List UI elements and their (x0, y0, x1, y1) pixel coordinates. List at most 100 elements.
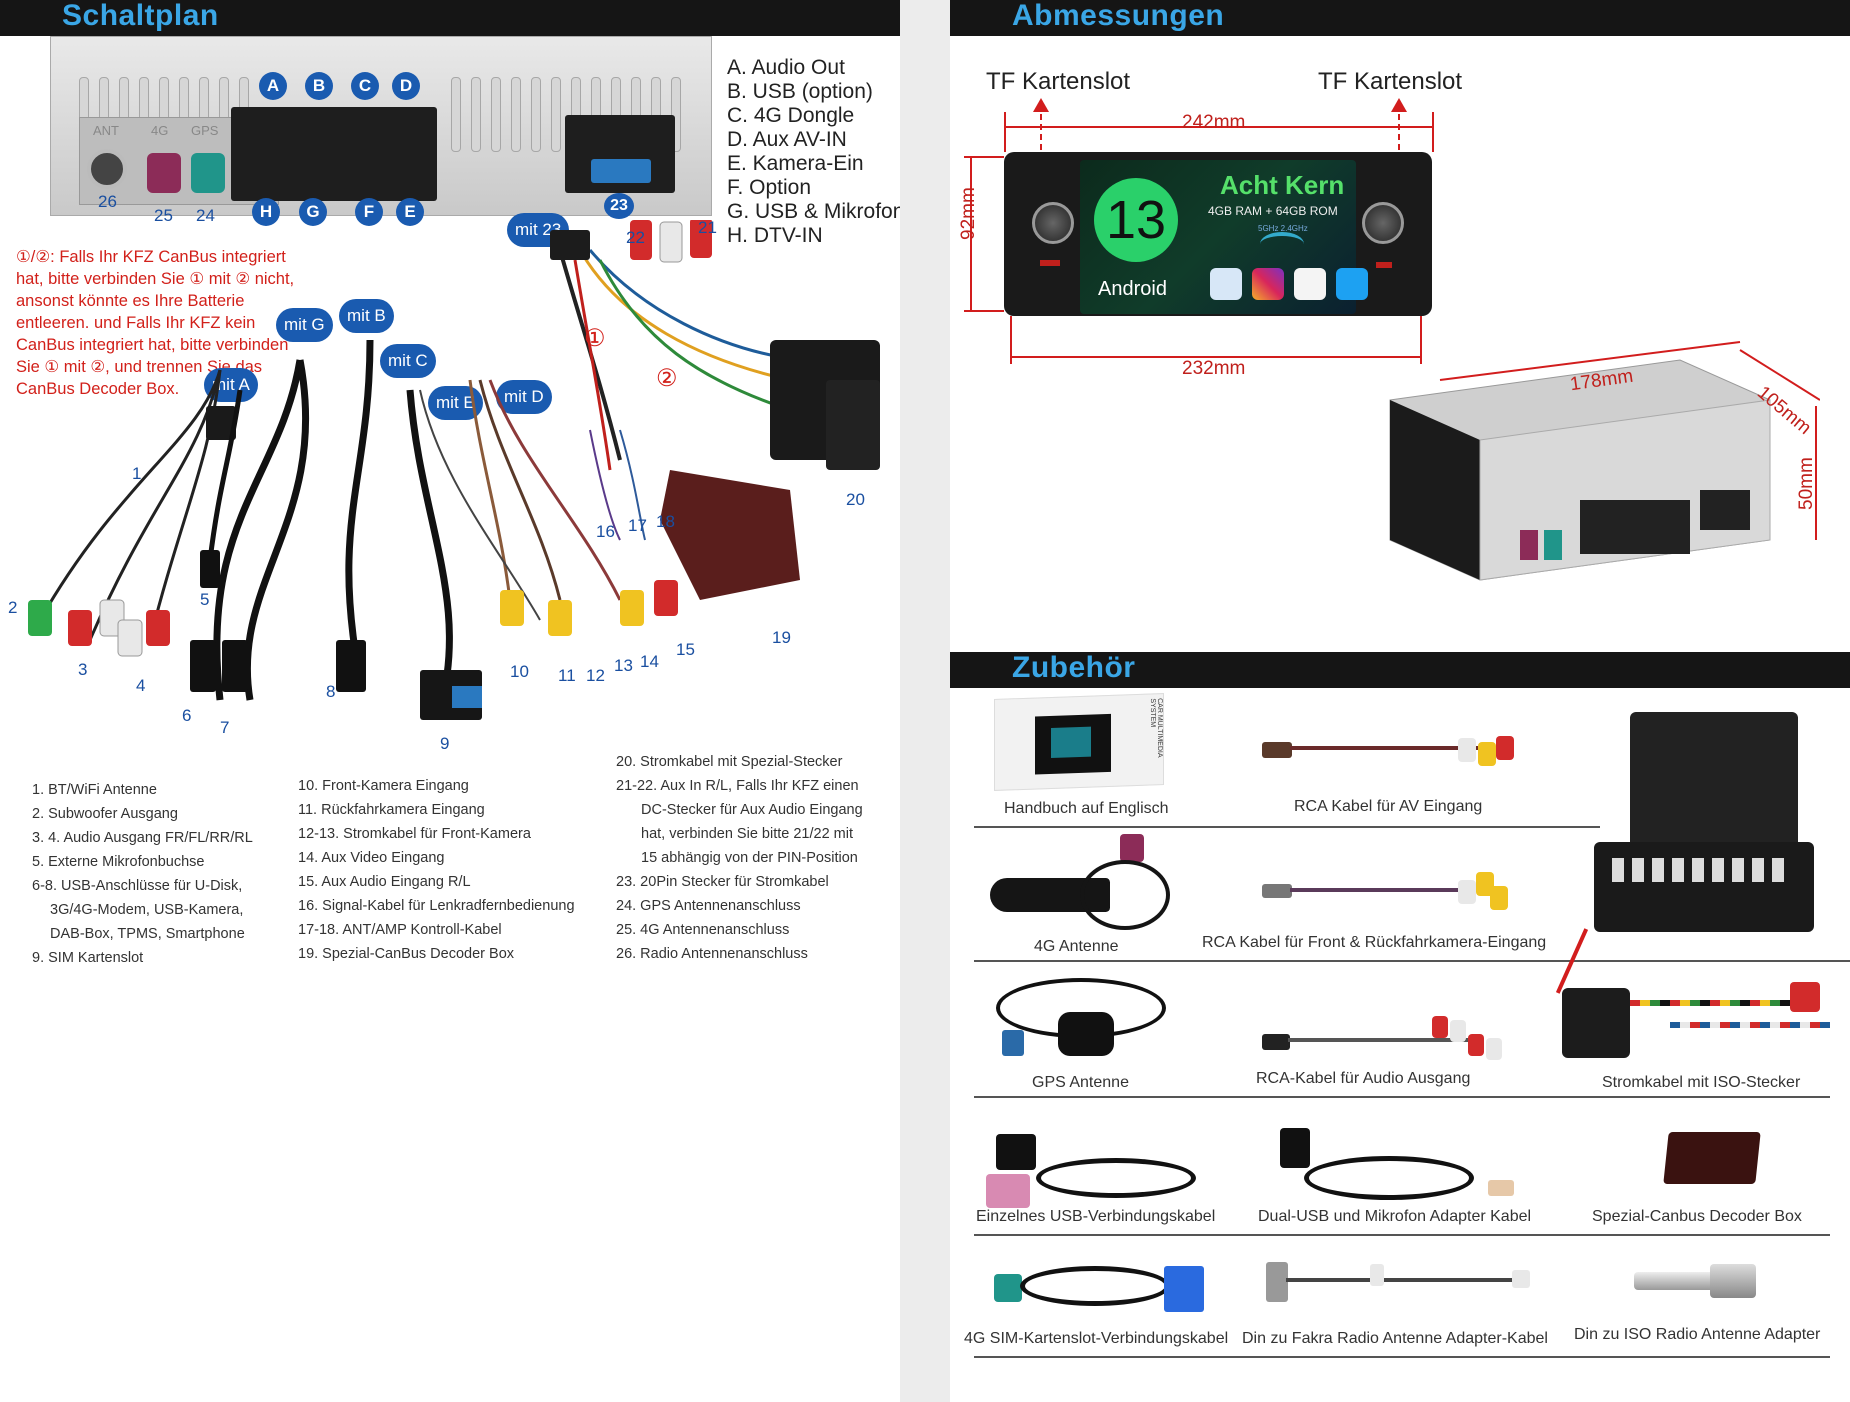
cable-number-11: 11 (558, 666, 576, 685)
manual-image: CAR MULTIMEDIA SYSTEM (994, 693, 1164, 791)
abmessungen-header: Abmessungen (950, 0, 1850, 36)
acc-label-rca-camera: RCA Kabel für Front & Rückfahrkamera-Ein… (1202, 934, 1547, 951)
power-iso-harness-image (1560, 970, 1840, 1066)
din-fakra-cable-image (1266, 1252, 1536, 1328)
legend-list-col1: 1. BT/WiFi Antenne 2. Subwoofer Ausgang … (32, 782, 253, 966)
legend-e: E. Kamera-Ein (727, 152, 864, 175)
tf-slot-left-label: TF Kartenslot (986, 68, 1131, 95)
acc-label-din-iso: Din zu ISO Radio Antenne Adapter (1574, 1326, 1821, 1343)
gps-port-label: GPS (191, 123, 219, 138)
mit-d-badge: mit D (496, 380, 552, 414)
width-232mm-label: 232mm (1182, 358, 1246, 379)
legend-g: G. USB & Mikrofon (727, 200, 905, 223)
acc-label-rca-av: RCA Kabel für AV Eingang (1294, 798, 1483, 815)
tf-slot-right-label: TF Kartenslot (1318, 68, 1463, 95)
port-badge-a: A (259, 72, 287, 100)
circled-marker-1: ① (584, 325, 606, 352)
cable-number-15: 15 (676, 640, 695, 659)
rca-av-cable-image (1262, 736, 1514, 776)
port-badge-23: 23 (604, 193, 634, 219)
canbus-decoder-box-image (1663, 1132, 1761, 1184)
usb-cable-image (980, 1128, 1206, 1218)
schaltplan-header: Schaltplan (0, 0, 900, 36)
cable-number-9: 9 (440, 734, 450, 753)
acc-label-rca-audio: RCA-Kabel für Audio Ausgang (1256, 1070, 1471, 1087)
cable-number-20: 20 (846, 490, 865, 509)
radio-antenna-port (87, 149, 127, 189)
wifi-band-label: 5GHz 2.4GHz (1258, 224, 1308, 233)
4g-port-label: 4G (151, 123, 169, 138)
cable-number-2: 2 (8, 598, 18, 617)
android-label: Android (1098, 278, 1167, 300)
din-iso-adapter-image (1634, 1264, 1764, 1304)
acc-label-gps-antenna: GPS Antenne (1032, 1074, 1129, 1091)
zubehoer-title: Zubehör (1012, 651, 1136, 684)
acc-label-dual-usb-mic: Dual-USB und Mikrofon Adapter Kabel (1258, 1208, 1532, 1225)
legend-b: B. USB (option) (727, 80, 873, 103)
height-92mm-label: 92mm (958, 187, 979, 240)
4g-antenna-port (147, 153, 181, 193)
cable-number-12: 12 (586, 666, 605, 685)
legend-list-col3: 20. Stromkabel mit Spezial-Stecker 21-22… (616, 754, 863, 962)
port-number-26: 26 (98, 192, 117, 211)
dual-usb-mic-cable-image (1274, 1128, 1520, 1218)
legend-a: A. Audio Out (727, 56, 845, 79)
iso-connector-image (1594, 712, 1824, 932)
legend-c: C. 4G Dongle (727, 104, 855, 127)
cable-number-6: 6 (182, 706, 192, 725)
cable-number-17: 17 (628, 516, 647, 535)
manual-cover-text: CAR MULTIMEDIA SYSTEM (1149, 698, 1163, 758)
head-unit-rear-panel: ANT 4G GPS (50, 36, 712, 216)
port-badge-e: E (396, 198, 424, 226)
acc-label-usb-cable: Einzelnes USB-Verbindungskabel (976, 1208, 1216, 1225)
chrome-app-icon (1294, 268, 1326, 300)
cable-number-14: 14 (640, 652, 659, 671)
port-number-25: 25 (154, 206, 173, 225)
instagram-app-icon (1252, 268, 1284, 300)
rca-audio-cable-image (1262, 1008, 1502, 1068)
legend-f: F. Option (727, 176, 812, 199)
rca-camera-cable-image (1262, 868, 1508, 918)
cable-number-3: 3 (78, 660, 88, 679)
carplay-app-icon (1210, 268, 1242, 300)
acc-label-din-fakra: Din zu Fakra Radio Antenne Adapter-Kabel (1242, 1330, 1548, 1347)
cable-number-22: 22 (626, 228, 645, 247)
legend-list-col2: 10. Front-Kamera Eingang 11. Rückfahrkam… (298, 778, 575, 962)
acc-label-canbus-box: Spezial-Canbus Decoder Box (1592, 1208, 1802, 1225)
gps-antenna-image (996, 968, 1172, 1080)
acc-label-4g-antenna: 4G Antenne (1034, 938, 1119, 955)
zubehoer-header: Zubehör (950, 652, 1850, 688)
ant-port-label: ANT (93, 123, 119, 138)
wifi-icon (1260, 232, 1304, 256)
legend-h: H. DTV-IN (727, 224, 823, 247)
screen-spec: 4GB RAM + 64GB ROM (1208, 204, 1338, 218)
cable-number-8: 8 (326, 682, 336, 701)
port-badge-c: C (351, 72, 379, 100)
cable-number-7: 7 (220, 718, 230, 737)
panel-gutter (900, 0, 950, 1402)
canbus-warning: ①/②: Falls Ihr KFZ CanBus integriert hat… (16, 248, 295, 398)
radio-chassis-illustration (1389, 341, 1820, 581)
legend-d: D. Aux AV-IN (727, 128, 847, 151)
cable-number-21: 21 (698, 218, 717, 237)
circled-marker-2: ② (656, 365, 678, 392)
4g-antenna-image (990, 834, 1176, 946)
wiring-harness-illustration (28, 220, 880, 720)
back-height-50mm-label: 50mm (1796, 457, 1817, 510)
radio-screen: Acht Kern 4GB RAM + 64GB ROM 5GHz 2.4GHz… (1080, 160, 1368, 314)
mit-c-badge: mit C (380, 344, 436, 378)
gps-antenna-port (191, 153, 225, 193)
cable-number-16: 16 (596, 522, 615, 541)
screen-headline: Acht Kern (1220, 170, 1345, 200)
sim-slot-cable-image (994, 1256, 1210, 1332)
cable-number-5: 5 (200, 590, 210, 609)
port-badge-b: B (305, 72, 333, 100)
main-connector-block (231, 107, 437, 201)
width-242mm-label: 242mm (1182, 112, 1246, 133)
acc-label-manual: Handbuch auf Englisch (1004, 800, 1169, 817)
cable-number-1: 1 (132, 464, 142, 483)
mit-g-badge: mit G (276, 308, 333, 342)
port-badge-h: H (252, 198, 280, 226)
port-badge-d: D (392, 72, 420, 100)
schaltplan-title: Schaltplan (62, 0, 219, 32)
